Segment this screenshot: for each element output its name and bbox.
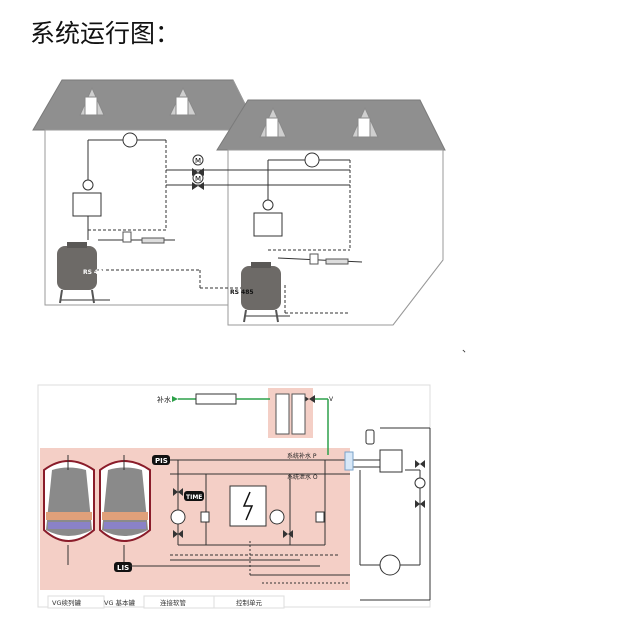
piping-left: [60, 132, 350, 301]
svg-text:V: V: [329, 396, 334, 403]
vg-tank-2: [99, 455, 151, 562]
pump-right: [269, 509, 293, 538]
piping-right: [245, 152, 363, 317]
pis-sensor: PIS: [152, 455, 170, 465]
time-relay: TIME: [184, 491, 204, 501]
pump-motor-icon: M: [192, 172, 204, 190]
dormer-window: [351, 106, 379, 138]
svg-text:补水: 补水: [157, 395, 171, 404]
svg-text:M: M: [195, 157, 201, 165]
page-title: 系统运行图：: [30, 19, 181, 48]
svg-text:LIS: LIS: [117, 564, 129, 572]
process-pipes: [130, 459, 350, 584]
svg-text:M: M: [195, 175, 201, 183]
pipe-label-drain: 系统泄水 O: [287, 473, 318, 481]
lis-sensor: LIS: [114, 562, 132, 572]
pipe-label-makeup: 系统补水 P: [287, 452, 317, 460]
filter-unit: [275, 393, 306, 435]
dormer-window: [169, 86, 197, 116]
control-unit: [229, 485, 267, 527]
svg-text:PIS: PIS: [155, 457, 168, 465]
makeup-water-line: 补水 V: [157, 393, 334, 455]
legend-item: 控制单元: [236, 598, 263, 607]
solenoid-valve: [200, 511, 325, 523]
pump-left: [170, 488, 186, 538]
valve-icon: [415, 460, 425, 508]
building-diagram: M M RS 485: [32, 79, 446, 326]
legend: VG续列罐 VG 基本罐 连接软管 控制单元: [47, 595, 285, 609]
vg-tank-1: [43, 455, 95, 565]
svg-text:RS 485: RS 485: [230, 289, 254, 296]
expansion-tank-left: RS 485: [57, 242, 107, 304]
dormer-window: [79, 86, 105, 116]
system-loop: [344, 427, 431, 601]
pump-motor-icon: M: [192, 154, 204, 176]
filter-zone: [268, 388, 313, 438]
process-diagram: 补水 V: [37, 384, 431, 609]
svg-text:TIME: TIME: [186, 494, 202, 501]
legend-item: VG续列罐: [52, 598, 81, 607]
dormer-window: [259, 106, 287, 138]
legend-item: VG 基本罐: [104, 598, 136, 607]
expansion-tank-right: RS 485: [230, 262, 281, 323]
stray-mark: 、: [462, 344, 472, 355]
house-right: [216, 99, 446, 326]
legend-item: 连接软管: [160, 598, 187, 607]
svg-text:RS 485: RS 485: [83, 269, 107, 276]
